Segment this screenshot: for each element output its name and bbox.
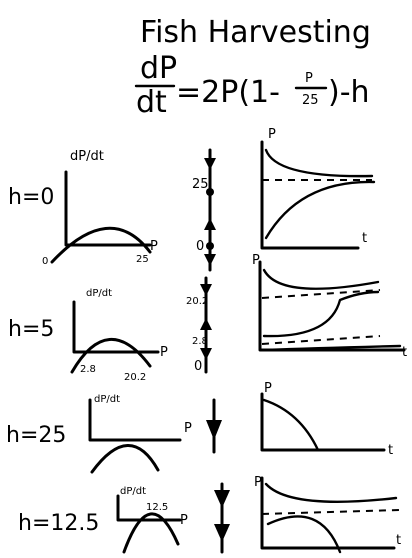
parabola-25 — [90, 444, 160, 474]
eq-lhs-num: dP — [140, 51, 177, 86]
eq-rhs-a: =2P(1- — [176, 75, 280, 110]
axes-12 — [116, 494, 182, 522]
root-label-5a: 2.8 — [80, 364, 96, 375]
phase-tick-0a: 25 — [192, 177, 209, 192]
root-label-5b: 20.2 — [124, 372, 146, 383]
case-h5: h=5 dP/dt P 2.8 20.2 20.2 2.8 0 P t — [8, 253, 407, 383]
p-label-sol-0: P — [268, 127, 276, 142]
dpdt-label-5: dP/dt — [86, 288, 112, 299]
case-h12: h=12.5 dP/dt P 12.5 P t — [18, 475, 401, 554]
p-label-12: P — [180, 513, 188, 528]
t-label-12: t — [396, 533, 401, 548]
eq-frac-den: 25 — [302, 93, 319, 108]
dpdt-label-0: dP/dt — [70, 149, 104, 164]
parabola-5 — [70, 337, 152, 374]
t-label-25: t — [388, 443, 393, 458]
sol-axes-5 — [258, 260, 406, 352]
axes-5 — [72, 300, 160, 354]
title: Fish Harvesting — [140, 15, 371, 50]
equation: dP dt =2P(1- P 25 )-h — [134, 51, 370, 120]
phase-tick-5b: 2.8 — [192, 336, 208, 347]
parabola-0 — [50, 226, 152, 264]
p-label-sol-5: P — [252, 253, 260, 268]
t-label-5: t — [402, 345, 407, 360]
eq-frac-num: P — [305, 71, 313, 86]
sol-axes-0 — [260, 140, 360, 250]
case-h25: h=25 dP/dt P P t — [6, 381, 393, 474]
p-label-sol-25: P — [264, 381, 272, 396]
axes-0 — [64, 170, 152, 247]
root-label-12: 12.5 — [146, 502, 168, 513]
p-label-0: P — [150, 239, 158, 254]
eq-lhs-den: dt — [136, 85, 167, 120]
sol-axes-12 — [260, 476, 396, 550]
eq-rhs-b: )-h — [328, 75, 370, 110]
phase-tick-0b: 0 — [196, 239, 204, 254]
phase-tick-5a: 20.2 — [186, 296, 208, 307]
case-h0: h=0 dP/dt P 0 25 25 0 P t — [8, 127, 376, 272]
t-label-0: t — [362, 231, 367, 246]
root-label-0b: 25 — [136, 254, 149, 265]
h-label-5: h=5 — [8, 317, 54, 342]
sol-axes-25 — [260, 392, 386, 452]
axes-25 — [88, 398, 182, 442]
p-label-sol-12: P — [254, 475, 262, 490]
p-label-25: P — [184, 421, 192, 436]
h-label-25: h=25 — [6, 423, 66, 448]
root-label-0a: 0 — [42, 256, 48, 267]
phase-tick-5c: 0 — [194, 359, 202, 374]
h-label-0: h=0 — [8, 185, 54, 210]
dpdt-label-25: dP/dt — [94, 394, 120, 405]
dpdt-label-12: dP/dt — [120, 486, 146, 497]
p-label-5: P — [160, 345, 168, 360]
parabola-12 — [122, 512, 180, 554]
h-label-12: h=12.5 — [18, 511, 99, 536]
